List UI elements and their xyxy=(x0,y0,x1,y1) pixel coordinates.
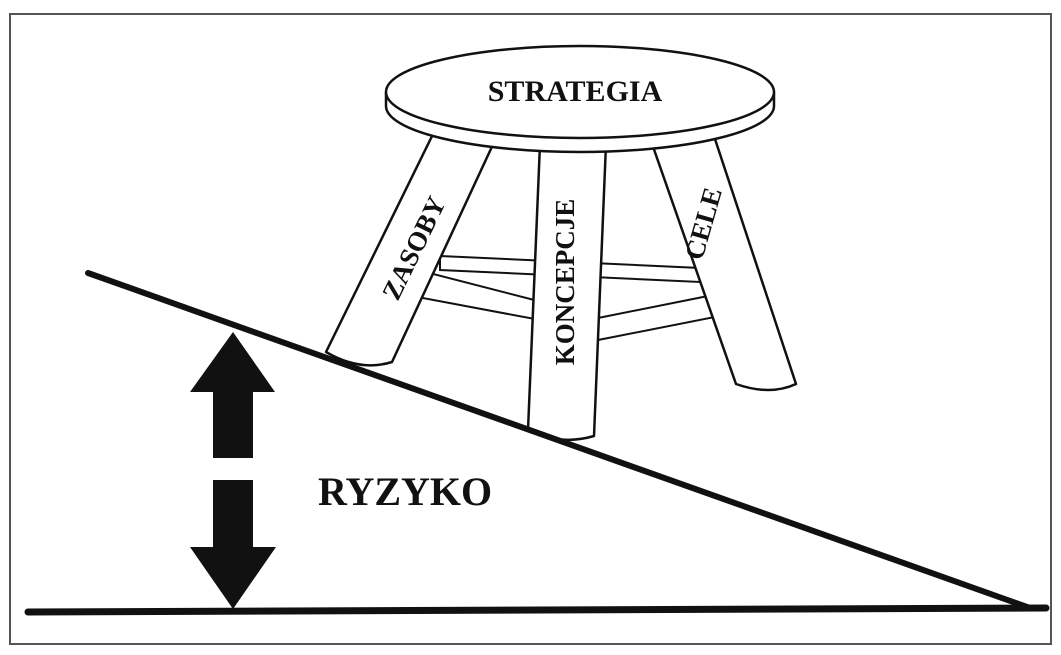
ground-line xyxy=(24,604,1050,616)
stool-seat xyxy=(384,44,776,154)
seat-label: STRATEGIA xyxy=(488,75,663,108)
leg-right xyxy=(648,128,798,392)
slope-line xyxy=(85,270,1033,611)
leg-label-koncepcje: KONCEPCJE xyxy=(550,199,580,366)
leg-left xyxy=(324,126,498,367)
stool-legs xyxy=(324,126,798,442)
down-arrow-icon xyxy=(190,480,276,609)
risk-label: RYZYKO xyxy=(318,469,492,514)
up-arrow-icon xyxy=(190,332,275,458)
seat-top xyxy=(384,44,776,140)
